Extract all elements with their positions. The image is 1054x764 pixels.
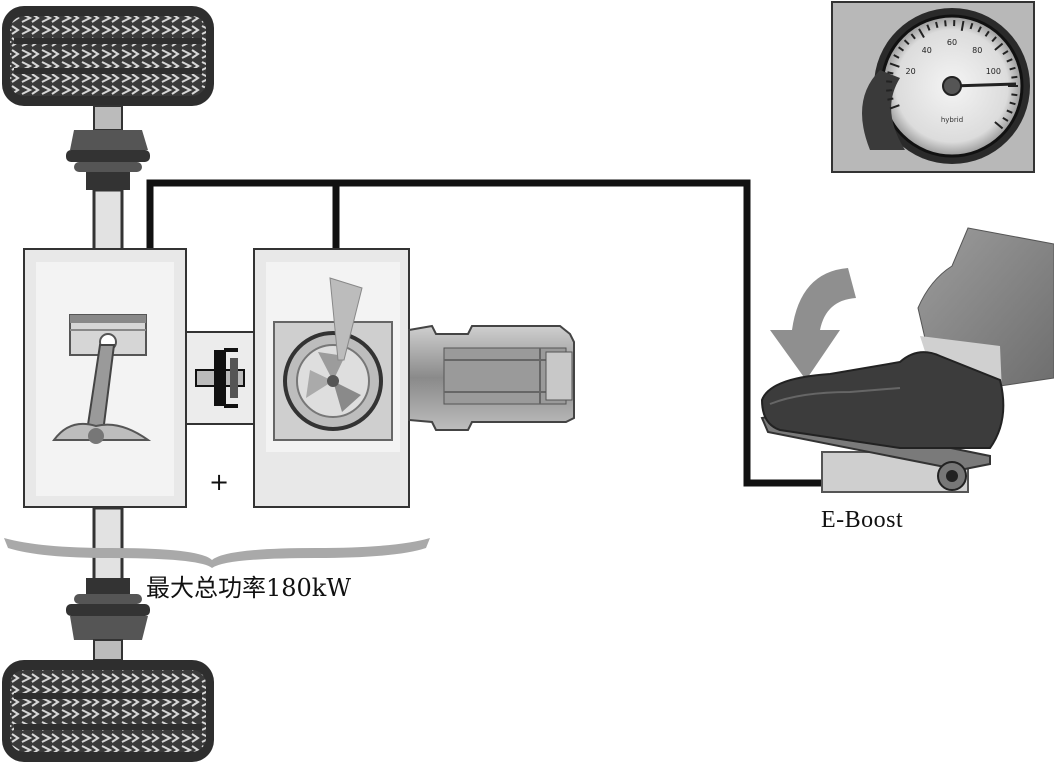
gauge-tick xyxy=(994,121,1004,130)
gauge-tick xyxy=(984,30,990,37)
gauge-tick xyxy=(935,21,939,29)
gauge-tick xyxy=(991,36,997,43)
electric-motor-icon xyxy=(273,277,393,441)
electric-motor-block xyxy=(253,248,410,508)
gauge-tick-label: 40 xyxy=(922,46,932,55)
engine-block xyxy=(23,248,187,508)
total-power-label: 最大总功率180kW xyxy=(146,574,352,602)
engine-piston-icon xyxy=(52,314,152,444)
gauge-tick xyxy=(1011,75,1018,79)
gauge-tick xyxy=(910,33,916,40)
brace-icon xyxy=(4,538,430,568)
gauge-tick xyxy=(960,20,965,32)
speedometer-icon: 20 40 60 80 100 hybrid xyxy=(831,1,1035,173)
gauge-tick xyxy=(1011,93,1018,97)
gauge-tick xyxy=(889,104,900,110)
gauge-tick-label: 20 xyxy=(906,67,916,76)
bottom-wheel-icon xyxy=(2,660,214,762)
gauge-tick xyxy=(1002,116,1009,122)
plus-sign: + xyxy=(209,468,230,496)
gauge-tick xyxy=(969,22,974,30)
gauge-tick-label: 100 xyxy=(986,67,1001,76)
gauge-tick xyxy=(926,24,931,31)
gauge-tick xyxy=(944,20,947,27)
gauge-tick xyxy=(918,28,925,39)
gauge-tick xyxy=(977,26,982,33)
top-wheel-icon xyxy=(2,6,214,106)
gauge-tick xyxy=(887,71,894,75)
gauge-ticks xyxy=(886,20,1018,130)
bottom-axle-icon xyxy=(66,506,150,661)
eboost-label: E-Boost xyxy=(821,507,904,533)
gauge-tick-label: 80 xyxy=(972,46,982,55)
gauge-tick xyxy=(903,39,910,46)
control-wiring xyxy=(146,179,822,487)
accelerator-pedal-icon xyxy=(760,351,1005,493)
curved-arrow-icon xyxy=(770,268,856,380)
gauge-tick xyxy=(1006,58,1013,63)
gauge-tick xyxy=(1009,101,1016,106)
gauge-tick xyxy=(889,62,900,68)
gauge-tick-label: 60 xyxy=(947,38,957,47)
gauge-tick xyxy=(887,97,894,101)
gauge-tick xyxy=(898,46,905,52)
gauge-labels: 20 40 60 80 100 xyxy=(906,38,1001,76)
gauge-tick xyxy=(893,54,900,59)
top-axle-icon xyxy=(66,105,150,252)
clutch-icon xyxy=(185,331,255,425)
gauge-tick xyxy=(1002,50,1009,56)
gauge-tick xyxy=(994,42,1004,51)
transmission-shaft-icon xyxy=(408,324,575,431)
gauge-tick xyxy=(1006,109,1013,114)
gauge-tick xyxy=(1009,66,1016,71)
speedometer-caption: hybrid xyxy=(941,116,963,124)
